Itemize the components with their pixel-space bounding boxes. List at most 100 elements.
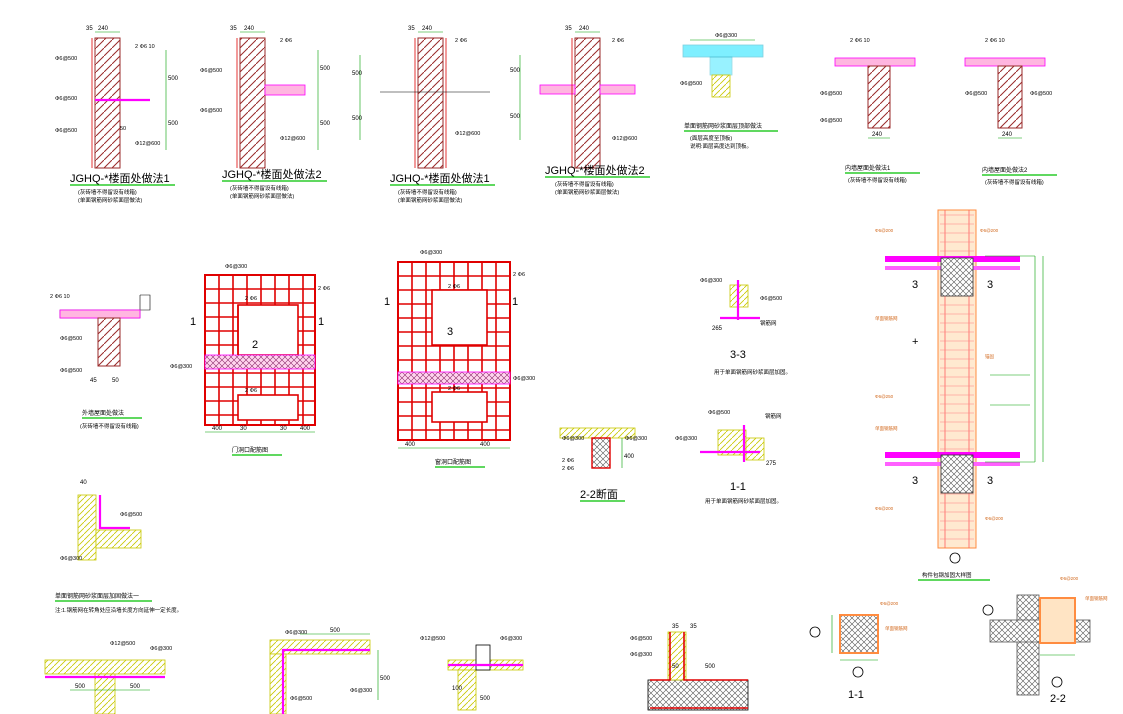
dim-500: 500 — [168, 76, 179, 82]
dim-40: 40 — [80, 480, 87, 486]
detail-note: (单面钢筋网砂浆面层做法) — [78, 196, 142, 204]
dim-500: 500 — [320, 121, 331, 127]
detail-note: (单面钢筋网砂浆面层做法) — [555, 188, 619, 196]
detail-title: 内墙屋面处做法2 — [982, 166, 1028, 174]
dim-240: 240 — [579, 26, 590, 32]
window-opening-rebar: 3 Φ6@300 2 Φ6 2 Φ6 2 Φ6 Φ6@300 1 1 400 4… — [384, 250, 535, 468]
dim-500: 500 — [352, 71, 363, 77]
section-title: 2-2断面 — [580, 487, 618, 501]
detail-title: JGHQ-*楼面处做法1 — [390, 171, 490, 185]
column-section-2-2: Φ6@200 单面钢筋网 2-2 — [982, 576, 1108, 705]
detail-title: 单面钢筋网砂浆面层顶部做法 — [684, 122, 762, 130]
label-rebar: 2 Φ6 10 — [50, 294, 70, 300]
detail-note: 说明:面层高度达到顶板。 — [690, 142, 752, 150]
label-rebar: Φ6@300 — [562, 436, 584, 442]
dim-50: 50 — [672, 664, 679, 670]
label-rebar: Φ6@500 — [708, 410, 730, 416]
label-rebar: Φ6@300 — [500, 636, 522, 642]
bottom-detail-4: 35 35 50 500 Φ6@500 Φ6@300 — [630, 624, 749, 711]
section-marker: 1 — [512, 296, 518, 308]
label-rebar: Φ6@300 — [700, 278, 722, 284]
section-marker: 2 — [252, 339, 258, 351]
label-rebar: Φ6@200 — [880, 601, 899, 606]
section-marker: 1 — [384, 296, 390, 308]
dim-35: 35 — [230, 26, 237, 32]
label-rebar: Φ6@200 — [1060, 576, 1079, 581]
dim-240: 240 — [244, 26, 255, 32]
dim-400: 400 — [405, 442, 416, 448]
dim-500: 500 — [168, 121, 179, 127]
label-rebar: 2 Φ6 — [448, 386, 460, 392]
detail-note: 注:1.钢筋网在转角处应沿墙长度方向延伸一定长度。 — [55, 606, 182, 614]
detail-inner-roof-1: 240 Φ6@500 Φ6@500 2 Φ6 10 内墙屋面处做法1 (灰砖墙不… — [820, 38, 920, 184]
detail-note: (单面钢筋网砂浆面层做法) — [398, 196, 462, 204]
detail-title: 外墙屋面处做法 — [82, 409, 124, 417]
dim-45: 45 — [90, 378, 97, 384]
section-marker: 3 — [987, 475, 993, 487]
label-rebar: Φ12@600 — [280, 136, 305, 142]
label-rebar: Φ6@300 — [285, 630, 307, 636]
dim-30: 30 — [280, 426, 287, 432]
detail-note: (灰砖墙不得留设有线箱) — [80, 422, 139, 430]
label-rebar: Φ6@300 — [170, 364, 192, 370]
label-rebar: Φ6@300 — [420, 250, 442, 256]
label-rebar: 2 Φ6 — [562, 466, 574, 472]
label-rebar: Φ12@500 — [420, 636, 445, 642]
dim-265: 265 — [712, 326, 723, 332]
label-rebar: Φ12@500 — [110, 641, 135, 647]
label-rebar: Φ6@200 — [980, 228, 999, 233]
label-rebar: 单面钢筋网 — [875, 425, 898, 432]
label-rebar: 钢筋网 — [760, 319, 777, 327]
label-rebar: Φ6@500 — [200, 68, 222, 74]
detail-circle-marker — [949, 552, 961, 564]
label-rebar: Φ6@500 — [630, 636, 652, 642]
dim-500: 500 — [330, 628, 341, 634]
label-rebar: 2 Φ6 10 — [985, 38, 1005, 44]
label-rebar: 2 Φ6 — [562, 458, 574, 464]
label-rebar: 2 Φ6 10 — [135, 44, 155, 50]
detail-note: (灰砖墙不得留设有线箱) — [848, 176, 907, 184]
label-rebar: Φ12@600 — [612, 136, 637, 142]
label-rebar: 单面钢筋网 — [1085, 595, 1108, 602]
label-rebar: 2 Φ6 — [612, 38, 624, 44]
label-rebar: 2 Φ6 — [318, 286, 330, 292]
detail-title: JGHQ-*楼面处做法2 — [222, 167, 322, 181]
detail-note: (灰砖墙不得留设有线箱) — [985, 178, 1044, 186]
column-section-1-1: Φ6@200 单面钢筋网 1-1 — [809, 601, 908, 701]
section-marker: 3 — [912, 475, 918, 487]
label-rebar: 2 Φ6 — [245, 388, 257, 394]
label-rebar: Φ6@500 — [55, 56, 77, 62]
label-rebar: 单面钢筋网 — [885, 625, 908, 632]
bottom-detail-3: Φ12@500 Φ6@300 100 500 — [420, 636, 524, 711]
label-rebar: 单面钢筋网 — [875, 315, 898, 322]
section-marker: 3 — [912, 279, 918, 291]
label-rebar: 2 Φ6 — [448, 284, 460, 290]
dim-500: 500 — [380, 676, 391, 682]
bottom-detail-1: 500 500 Φ12@500 Φ6@300 — [44, 641, 172, 714]
detail-note: (单面钢筋网砂浆面层做法) — [230, 192, 294, 200]
label-rebar: Φ6@500 — [680, 81, 702, 87]
dim-400: 400 — [624, 454, 635, 460]
dim-240: 240 — [872, 132, 883, 138]
dim-500: 500 — [480, 696, 491, 702]
corner-detail: Φ6@500 Φ6@300 40 单面钢筋网砂浆面层加固做法一 注:1.钢筋网在… — [55, 480, 182, 614]
label-rebar: 锚固 — [985, 353, 994, 360]
section-title: 2-2 — [1050, 693, 1066, 705]
detail-floor-3: 240 35 500 500 2 Φ6 Φ12@600 JGHQ-*楼面处做法1… — [352, 26, 495, 204]
label-rebar: Φ6@500 — [965, 91, 987, 97]
detail-note: (灰砖墙不得留设有线箱) — [230, 184, 289, 192]
detail-title: 窗洞口配筋图 — [435, 458, 471, 466]
detail-note: (灰砖墙不得留设有线箱) — [398, 188, 457, 196]
dim-500: 500 — [510, 68, 521, 74]
detail-inner-roof-2: 240 Φ6@500 Φ6@500 2 Φ6 10 内墙屋面处做法2 (灰砖墙不… — [964, 38, 1057, 186]
dim-500: 500 — [130, 684, 141, 690]
door-opening-rebar: 2 Φ6@300 2 Φ6 2 Φ6 2 Φ6 Φ6@300 1 1 400 3… — [170, 264, 330, 456]
detail-top: Φ6@300 Φ6@500 单面钢筋网砂浆面层顶部做法 (面层高度至顶板) 说明… — [680, 33, 778, 150]
label-rebar: Φ12@600 — [135, 141, 160, 147]
dim-500: 500 — [320, 66, 331, 72]
dim-35: 35 — [86, 26, 93, 32]
dim-500: 500 — [510, 114, 521, 120]
label-rebar: Φ6@300 — [625, 436, 647, 442]
section-marker: 1 — [190, 316, 196, 328]
label-rebar: Φ6@500 — [120, 512, 142, 518]
